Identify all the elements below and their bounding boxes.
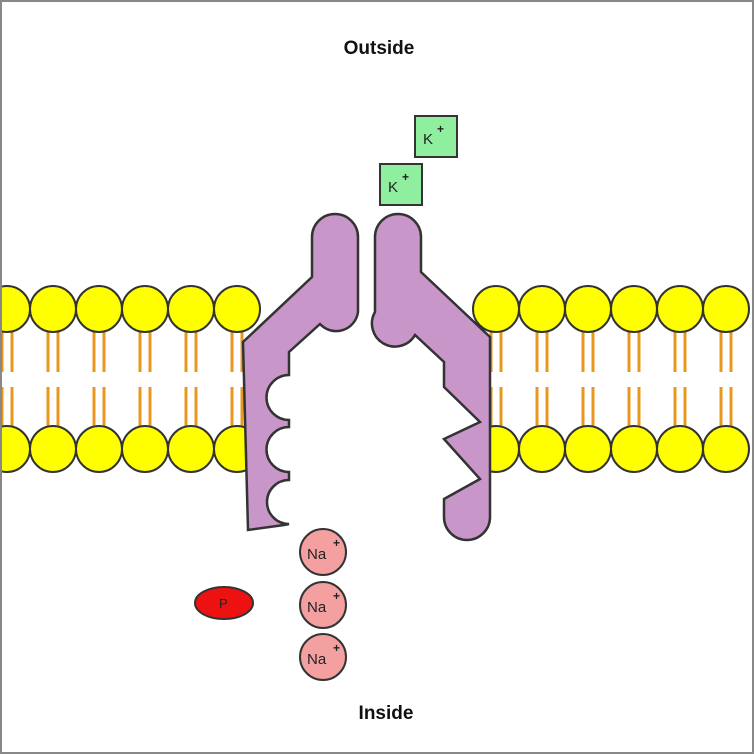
lipid-head	[2, 425, 31, 473]
lipid-head	[656, 285, 704, 333]
lipid-head	[656, 425, 704, 473]
lipid-head	[29, 425, 77, 473]
lipid-head	[2, 285, 31, 333]
lipid-head	[518, 425, 566, 473]
lipid-head	[564, 285, 612, 333]
ion-charge: +	[402, 170, 409, 184]
potassium-ion: K +	[379, 163, 423, 206]
ion-charge: +	[437, 122, 444, 136]
lipid-head	[702, 425, 750, 473]
outside-label: Outside	[344, 38, 415, 59]
lipid-head	[564, 425, 612, 473]
lipid-head	[610, 425, 658, 473]
lipid-heads	[2, 285, 750, 473]
lipid-head	[167, 285, 215, 333]
lipid-head	[702, 285, 750, 333]
lipid-head	[610, 285, 658, 333]
ion-charge: +	[333, 641, 340, 655]
pump-protein-left	[241, 212, 360, 532]
lipid-head	[121, 285, 169, 333]
ion-symbol: K	[423, 131, 433, 148]
ion-symbol: Na	[307, 651, 327, 668]
pump-protein-right	[370, 212, 492, 542]
inside-label: Inside	[359, 703, 414, 724]
ion-charge: +	[333, 536, 340, 550]
potassium-ion: K +	[414, 115, 458, 158]
phosphate-symbol: P	[219, 596, 228, 611]
ion-charge: +	[333, 589, 340, 603]
phosphate-group: P	[194, 586, 254, 620]
lipid-head	[29, 285, 77, 333]
lipid-tails	[2, 332, 733, 426]
lipid-head	[75, 285, 123, 333]
lipid-head	[75, 425, 123, 473]
lipid-head	[121, 425, 169, 473]
sodium-ion: Na +	[299, 633, 347, 681]
ion-symbol: Na	[307, 546, 327, 563]
sodium-ion: Na +	[299, 581, 347, 629]
lipid-head	[518, 285, 566, 333]
lipid-head	[472, 285, 520, 333]
ion-symbol: K	[388, 179, 398, 196]
lipid-head	[167, 425, 215, 473]
ion-symbol: Na	[307, 599, 327, 616]
sodium-ion: Na +	[299, 528, 347, 576]
lipid-head	[213, 285, 261, 333]
